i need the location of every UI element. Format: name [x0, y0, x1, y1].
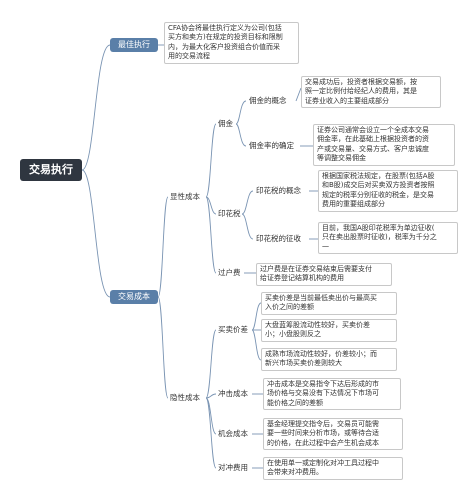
edge-root-cost	[81, 169, 111, 298]
edge-explicit-commission	[205, 123, 217, 198]
commission-rate-node[interactable]: 佣金率的确定	[249, 141, 294, 150]
edge-implicit-spread	[205, 329, 217, 399]
opportunity-cost-note: 基金经理提交指令后，交易员可能需 要一些时间来分析市场，或等待合适 的价格，在此…	[263, 418, 403, 451]
hedging-cost-node[interactable]: 对冲费用	[218, 463, 248, 472]
stamp-duty-collect-node[interactable]: 印花税的征收	[256, 234, 301, 243]
impact-cost-note: 冲击成本是交易指令下达后形成的市 场价格与交易没有下达情况下市场可 能价格之间的…	[263, 378, 401, 411]
edge-commission-rate	[235, 123, 247, 147]
edge-root-best	[81, 44, 111, 171]
stamp-duty-collect-note: 目前，我国A股印花税率为单边征收( 只在卖出股票时征收)，税率为千分之 一	[318, 222, 458, 255]
impact-cost-node[interactable]: 冲击成本	[218, 389, 248, 398]
edge-cost-implicit	[157, 296, 169, 399]
edge-spread-note3	[251, 329, 262, 361]
edge-cost-explicit	[157, 196, 169, 298]
edge-spread-note1	[251, 302, 262, 331]
best-execution-node[interactable]: 最佳执行	[110, 38, 158, 52]
edge-explicit-transfer	[205, 196, 217, 274]
stamp-duty-node[interactable]: 印花税	[218, 209, 241, 218]
commission-rate-note: 证券公司通常会设立一个全成本交易 佣金率，在此基础上根据投资者的资 产或交易量、…	[313, 124, 455, 166]
edge-commission-concept-note	[295, 87, 302, 102]
bid-ask-spread-node[interactable]: 买卖价差	[218, 325, 248, 334]
edge-stamp-concept	[241, 190, 254, 215]
edge-commission-concept	[235, 100, 247, 125]
stamp-duty-concept-node[interactable]: 印花税的概念	[256, 186, 301, 195]
explicit-cost-node[interactable]: 显性成本	[170, 192, 200, 201]
commission-node[interactable]: 佣金	[218, 119, 233, 128]
opportunity-cost-node[interactable]: 机会成本	[218, 429, 248, 438]
transfer-fee-note: 过户费是在证券交易结束后需要支付 给证券登记结算机构的费用	[256, 263, 392, 286]
root-node[interactable]: 交易执行	[20, 159, 82, 181]
best-execution-note: CFA协会将最佳执行定义为公司(包括买方和卖方)在规定的投资目标和限制 内，为最…	[164, 22, 299, 64]
commission-concept-note: 交易成功后，投资者根据交易额，按 照一定比例付给经纪人的费用，其是 证券业收入的…	[301, 76, 441, 109]
edge-implicit-hedge	[205, 397, 217, 469]
spread-note-bluechip: 大盘蓝筹股流动性较好，买卖价差 小；小盘股则反之	[261, 319, 397, 342]
trade-cost-node[interactable]: 交易成本	[110, 290, 158, 304]
stamp-duty-concept-note: 根据国家税法规定，在股票(包括A股 和B股)成交后对买卖双方投资者按照 规定的税…	[318, 170, 458, 212]
implicit-cost-node[interactable]: 隐性成本	[170, 393, 200, 402]
spread-note-definition: 买卖价差是当前最低卖出价与最高买 入价之间的差额	[261, 292, 397, 315]
transfer-fee-node[interactable]: 过户费	[218, 268, 241, 277]
spread-note-market: 成熟市场流动性较好，价差较小；而 新兴市场买卖价差则较大	[261, 348, 397, 371]
edge-explicit-stamp	[205, 196, 217, 215]
edge-implicit-impact	[205, 393, 217, 399]
commission-concept-node[interactable]: 佣金的概念	[249, 96, 287, 105]
hedging-cost-note: 在使用单一或定制化对冲工具过程中 会带来对冲费用。	[263, 457, 403, 480]
edge-stamp-collect	[241, 213, 254, 240]
